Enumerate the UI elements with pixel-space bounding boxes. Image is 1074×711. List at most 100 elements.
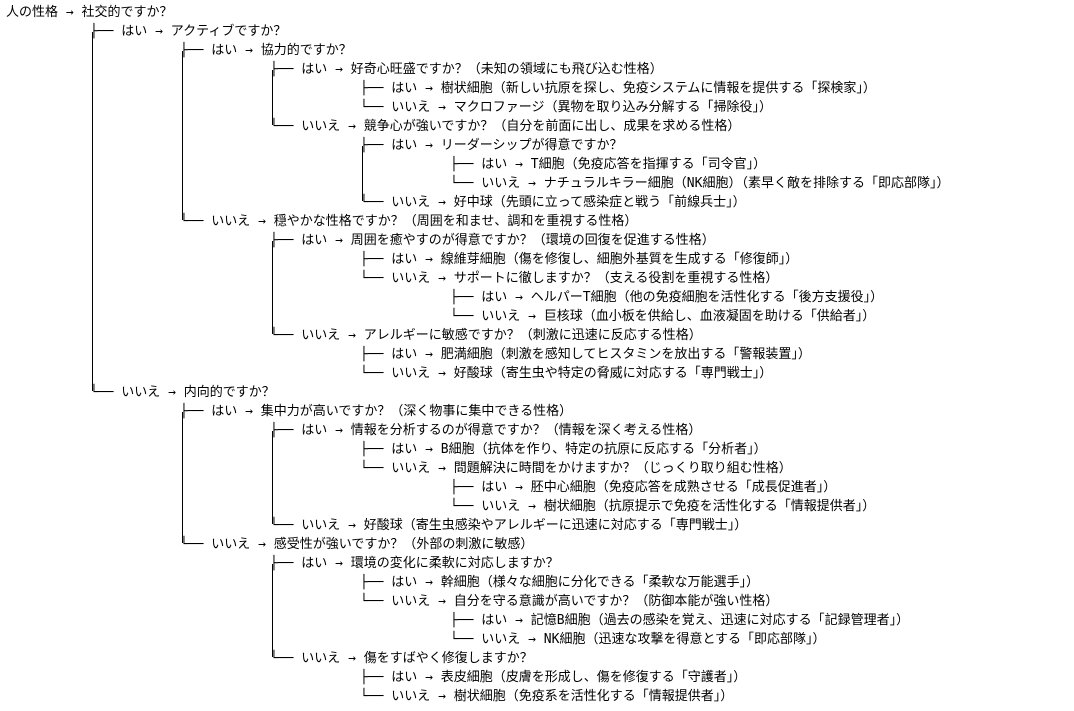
tree-node: └── いいえ → 樹状細胞（抗原提示で免疫を活性化する「情報提供者」）: [444, 497, 875, 516]
tree-node-label: はい → 記憶B細胞（過去の感染を覚え、迅速に対応する「記録管理者」）: [473, 613, 910, 628]
tree-node: ├── はい → 線維芽細胞（傷を修復し、細胞外基質を生成する「修復師」）: [354, 250, 798, 269]
tree-node: ├── はい → 肥満細胞（刺激を感知してヒスタミンを放出する「警報装置」）: [354, 345, 811, 364]
tree-node: └── いいえ → 傷をすばやく修復しますか？: [264, 649, 533, 668]
tree-node-label: いいえ → NK細胞（迅速な攻撃を得意とする「即応部隊」）: [473, 632, 826, 647]
tree-node: └── いいえ → マクロファージ（異物を取り込み分解する「掃除役」）: [354, 98, 772, 117]
tree-branch-connector: ├──: [270, 556, 294, 571]
tree-node-label: いいえ → 問題解決に時間をかけますか？（じっくり取り組む性格）: [383, 461, 792, 476]
tree-node: ├── はい → 表皮細胞（皮膚を形成し、傷を修復する「守護者」）: [354, 668, 746, 687]
tree-branch-connector: ├──: [450, 613, 474, 628]
tree-guide-line: [272, 70, 273, 125]
tree-node: └── いいえ → 競争心が強いですか？（自分を前面に出し、成果を求める性格）: [264, 117, 740, 136]
tree-branch-connector: ├──: [270, 62, 294, 77]
tree-node-label: はい → 情報を分析するのが得意ですか？（情報を深く考える性格）: [293, 423, 702, 438]
tree-node: └── いいえ → 樹状細胞（免疫系を活性化する「情報提供者」）: [354, 687, 733, 706]
tree-branch-connector: ├──: [180, 43, 204, 58]
tree-node: ├── はい → T細胞（免疫応答を指揮する「司令官」）: [444, 155, 766, 174]
tree-node-label: いいえ → 感受性が強いですか？（外部の刺激に敏感）: [203, 537, 534, 552]
tree-branch-connector: ├──: [270, 233, 294, 248]
tree-node: 人の性格 → 社交的ですか？: [0, 3, 172, 22]
tree-branch-connector: ├──: [450, 480, 474, 495]
tree-node: └── いいえ → 好中球（先頭に立って感染症と戦う「前線兵士」）: [354, 193, 746, 212]
tree-branch-connector: └──: [450, 499, 474, 514]
tree-node: └── いいえ → 好酸球（寄生虫や特定の脅威に対応する「専門戦士」）: [354, 364, 772, 383]
tree-node-label: いいえ → サポートに徹しますか？（支える役割を重視する性格）: [383, 271, 779, 286]
tree-guide-line: [92, 32, 93, 391]
tree-node: ├── はい → B細胞（抗体を作り、特定の抗原に反応する「分析者」）: [354, 440, 767, 459]
tree-guide-line: [272, 431, 273, 524]
tree-node: ├── はい → 情報を分析するのが得意ですか？（情報を深く考える性格）: [264, 421, 701, 440]
tree-node: ├── はい → 胚中心細胞（免疫応答を成熟させる「成長促進者」）: [444, 478, 836, 497]
tree-node: └── いいえ → アレルギーに敏感ですか？（刺激に迅速に反応する性格）: [264, 326, 702, 345]
tree-node-label: はい → T細胞（免疫応答を指揮する「司令官」）: [473, 157, 767, 172]
tree-node-label: はい → 幹細胞（様々な細胞に分化できる「柔軟な万能選手」）: [383, 575, 760, 590]
tree-node: └── いいえ → 内向的ですか？: [84, 383, 275, 402]
tree-node: ├── はい → リーダーシップが得意ですか？: [354, 136, 623, 155]
tree-branch-connector: └──: [360, 195, 384, 210]
tree-guide-line: [182, 412, 183, 543]
tree-node-label: いいえ → ナチュラルキラー細胞（NK細胞）（素早く敵を排除する「即応部隊」）: [473, 176, 950, 191]
tree-branch-connector: └──: [180, 537, 204, 552]
tree-branch-connector: └──: [180, 214, 204, 229]
tree-branch-connector: ├──: [360, 81, 384, 96]
tree-node-label: いいえ → 好酸球（寄生虫感染やアレルギーに迅速に対応する「専門戦士」）: [293, 518, 748, 533]
tree-node: └── いいえ → 穏やかな性格ですか？（周囲を和ませ、調和を重視する性格）: [174, 212, 637, 231]
tree-branch-connector: ├──: [360, 670, 384, 685]
tree-branch-connector: └──: [360, 594, 384, 609]
tree-node: ├── はい → 周囲を癒やすのが得意ですか？（環境の回復を促進する性格）: [264, 231, 715, 250]
tree-node: ├── はい → 環境の変化に柔軟に対応しますか？: [264, 554, 559, 573]
tree-node-label: はい → アクティブですか？: [113, 24, 287, 39]
tree-branch-connector: └──: [450, 176, 474, 191]
tree-node-label: はい → 周囲を癒やすのが得意ですか？（環境の回復を促進する性格）: [293, 233, 715, 248]
tree-branch-connector: ├──: [360, 347, 384, 362]
tree-node: └── いいえ → サポートに徹しますか？（支える役割を重視する性格）: [354, 269, 778, 288]
tree-node-label: いいえ → 自分を守る意識が高いですか？（防御本能が強い性格）: [383, 594, 779, 609]
tree-branch-connector: └──: [450, 632, 474, 647]
tree-node-label: いいえ → 内向的ですか？: [113, 385, 275, 400]
tree-node: └── いいえ → 感受性が強いですか？（外部の刺激に敏感）: [174, 535, 533, 554]
tree-node: ├── はい → 記憶B細胞（過去の感染を覚え、迅速に対応する「記録管理者」）: [444, 611, 909, 630]
tree-guide-line: [272, 241, 273, 334]
tree-node-label: はい → 協力的ですか？: [203, 43, 352, 58]
tree-node-label: はい → 線維芽細胞（傷を修復し、細胞外基質を生成する「修復師」）: [383, 252, 799, 267]
tree-node-label: はい → 胚中心細胞（免疫応答を成熟させる「成長促進者」）: [473, 480, 837, 495]
tree-branch-connector: └──: [360, 271, 384, 286]
tree-node-label: いいえ → 好酸球（寄生虫や特定の脅威に対応する「専門戦士」）: [383, 366, 773, 381]
tree-node-label: はい → リーダーシップが得意ですか？: [383, 138, 623, 153]
tree-node-label: はい → 好奇心旺盛ですか？（未知の領域にも飛び込む性格）: [293, 62, 663, 77]
tree-node: └── いいえ → 巨核球（血小板を供給し、血液凝固を助ける「供給者」）: [444, 307, 875, 326]
tree-node: ├── はい → 好奇心旺盛ですか？（未知の領域にも飛び込む性格）: [264, 60, 663, 79]
tree-node: ├── はい → アクティブですか？: [84, 22, 286, 41]
tree-branch-connector: ├──: [360, 575, 384, 590]
tree-branch-connector: ├──: [360, 252, 384, 267]
tree-branch-connector: └──: [270, 328, 294, 343]
tree-node-label: いいえ → 樹状細胞（免疫系を活性化する「情報提供者」）: [383, 689, 734, 704]
tree-branch-connector: └──: [90, 385, 114, 400]
tree-node-label: はい → 肥満細胞（刺激を感知してヒスタミンを放出する「警報装置」）: [383, 347, 811, 362]
tree-node-label: はい → B細胞（抗体を作り、特定の抗原に反応する「分析者」）: [383, 442, 767, 457]
tree-node-label: はい → ヘルパーT細胞（他の免疫細胞を活性化する「後方支援役」）: [473, 290, 884, 305]
tree-branch-connector: └──: [360, 100, 384, 115]
tree-branch-connector: ├──: [450, 157, 474, 172]
tree-branch-connector: └──: [450, 309, 474, 324]
tree-node: └── いいえ → 自分を守る意識が高いですか？（防御本能が強い性格）: [354, 592, 778, 611]
tree-node: ├── はい → 幹細胞（様々な細胞に分化できる「柔軟な万能選手」）: [354, 573, 759, 592]
tree-node-label: いいえ → 樹状細胞（抗原提示で免疫を活性化する「情報提供者」）: [473, 499, 876, 514]
tree-node-label: はい → 環境の変化に柔軟に対応しますか？: [293, 556, 559, 571]
tree-branch-connector: └──: [360, 461, 384, 476]
tree-node-label: いいえ → 競争心が強いですか？（自分を前面に出し、成果を求める性格）: [293, 119, 741, 134]
tree-node: ├── はい → 樹状細胞（新しい抗原を探し、免疫システムに情報を提供する「探検…: [354, 79, 876, 98]
tree-node-label: いいえ → 巨核球（血小板を供給し、血液凝固を助ける「供給者」）: [473, 309, 876, 324]
tree-node: └── いいえ → NK細胞（迅速な攻撃を得意とする「即応部隊」）: [444, 630, 826, 649]
tree-node: └── いいえ → 問題解決に時間をかけますか？（じっくり取り組む性格）: [354, 459, 792, 478]
tree-node: └── いいえ → 好酸球（寄生虫感染やアレルギーに迅速に対応する「専門戦士」）: [264, 516, 747, 535]
tree-node-label: はい → 表皮細胞（皮膚を形成し、傷を修復する「守護者」）: [383, 670, 747, 685]
tree-branch-connector: └──: [270, 119, 294, 134]
tree-node-label: いいえ → 傷をすばやく修復しますか？: [293, 651, 533, 666]
tree-branch-connector: ├──: [180, 404, 204, 419]
tree-node-label: はい → 集中力が高いですか？（深く物事に集中できる性格）: [203, 404, 573, 419]
tree-node-label: いいえ → マクロファージ（異物を取り込み分解する「掃除役」）: [383, 100, 773, 115]
tree-node-label: いいえ → 好中球（先頭に立って感染症と戦う「前線兵士」）: [383, 195, 746, 210]
tree-branch-connector: ├──: [360, 442, 384, 457]
